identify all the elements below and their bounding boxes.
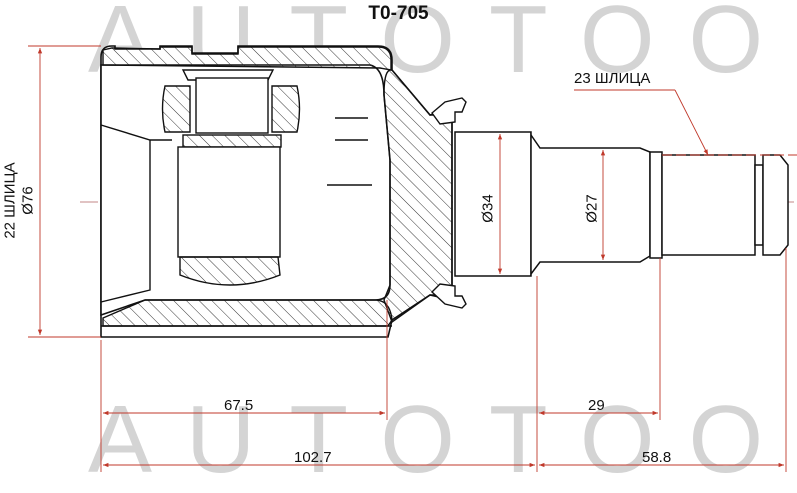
- inner-detail: [100, 117, 372, 303]
- boot-collar: [430, 97, 467, 309]
- inner-splines-label: 23 ШЛИЦА: [574, 70, 651, 87]
- housing-hatch: [101, 46, 453, 327]
- shaft-diameter-34-label: Ø34: [479, 194, 497, 223]
- dim-shaft-length: 58.8: [642, 449, 672, 466]
- roller-assembly: [161, 69, 301, 286]
- outer-splines-label: 22 ШЛИЦА: [1, 162, 19, 239]
- outer-diameter-label: Ø76: [19, 186, 37, 215]
- dim-overall-housing: 102.7: [294, 449, 332, 466]
- dimension-lines: [28, 45, 797, 472]
- dim-spline-offset: 29: [588, 397, 605, 414]
- shaft: [454, 131, 789, 277]
- shaft-diameter-27-label: Ø27: [583, 194, 601, 223]
- dim-housing-depth: 67.5: [224, 397, 254, 414]
- part-number-title: T0-705: [368, 3, 429, 24]
- cv-joint-drawing: [28, 45, 797, 472]
